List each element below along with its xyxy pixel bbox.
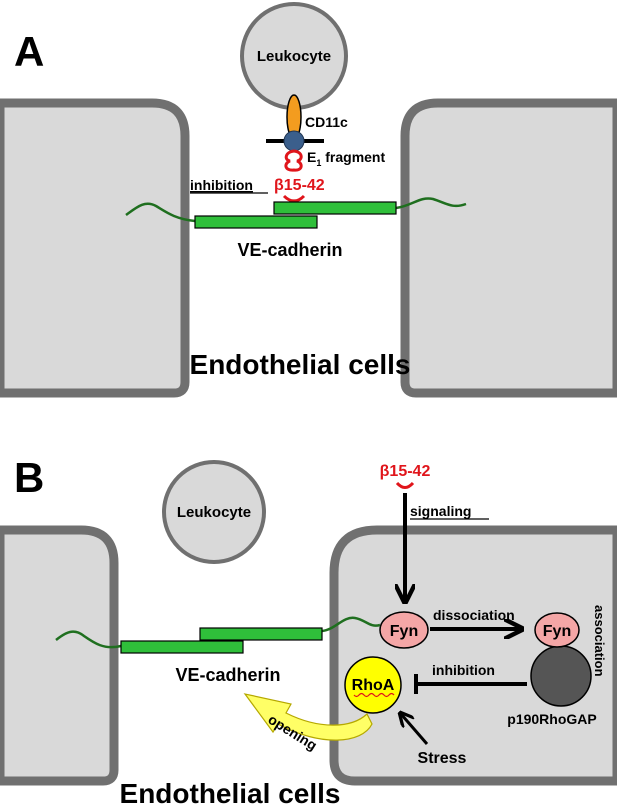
panel-a-cadherin-upper: [273, 201, 397, 215]
panel-b-fyn-label: Fyn: [390, 623, 418, 640]
panel-b-rhoa: [344, 656, 402, 714]
panel-a-inhibition-label: inhibition: [190, 177, 253, 193]
panel-b-ve-cadherin-label: VE-cadherin: [175, 665, 280, 685]
panel-b-fyn: [379, 611, 429, 649]
panel-b-rhoa-underline: [353, 692, 395, 698]
panel-b-rhoa-label: RhoA: [352, 677, 395, 694]
panel-a-leukocyte-label: Leukocyte: [257, 48, 331, 65]
panel-b-fyn-associated-label: Fyn: [543, 623, 571, 640]
panel-a: A Leukocyte CD11c E1 fragment inhibition…: [0, 2, 617, 398]
panel-b-p190-label: p190RhoGAP: [507, 711, 596, 727]
panel-a-cadherin-lower: [194, 215, 318, 229]
panel-b-wave-right: [321, 616, 381, 633]
panel-a-cd11c-node: [283, 130, 305, 152]
panel-b-cadherin-upper: [199, 627, 323, 641]
panel-b: B Leukocyte β15-42 signaling Fyn dissoci…: [0, 454, 617, 809]
panel-b-stress-label: Stress: [418, 750, 467, 767]
panel-a-e1-label: E1 fragment: [307, 149, 385, 168]
panel-a-right-cell: [400, 98, 617, 398]
panel-a-e1-fragment: [284, 149, 303, 172]
panel-a-beta-peptide-label: β15-42: [274, 177, 325, 194]
panel-b-p190rhogap: [530, 645, 592, 707]
panel-b-leukocyte-label: Leukocyte: [177, 504, 251, 521]
panel-b-opening-arrow: [243, 693, 373, 741]
panel-b-stress-arrow: [401, 714, 429, 745]
panel-b-association-label: association: [592, 605, 607, 677]
panel-b-signaling-label: signaling: [410, 503, 471, 519]
panel-b-cadherin-lower: [120, 640, 244, 654]
panel-b-caption: Endothelial cells: [120, 778, 341, 809]
panel-b-leukocyte: [162, 460, 266, 564]
panel-b-left-cell: [0, 525, 119, 786]
panel-a-beta-peptide: [282, 194, 306, 203]
panel-a-wave-left: [125, 202, 196, 223]
panel-b-letter: B: [14, 454, 44, 501]
panel-a-caption: Endothelial cells: [190, 349, 411, 380]
panel-b-wave-left: [55, 630, 122, 649]
panel-a-wave-right: [395, 197, 467, 210]
panel-b-inhibition-label: inhibition: [432, 662, 495, 678]
panel-a-ve-cadherin-label: VE-cadherin: [237, 240, 342, 260]
panel-b-beta-peptide-label: β15-42: [380, 463, 431, 480]
panel-a-letter: A: [14, 28, 44, 75]
panel-b-beta-peptide: [395, 481, 415, 489]
panel-a-cd11c-label: CD11c: [305, 114, 348, 130]
panel-a-left-cell: [0, 98, 190, 398]
panel-b-dissociation-label: dissociation: [433, 607, 515, 623]
panel-b-fyn-associated: [534, 612, 580, 648]
